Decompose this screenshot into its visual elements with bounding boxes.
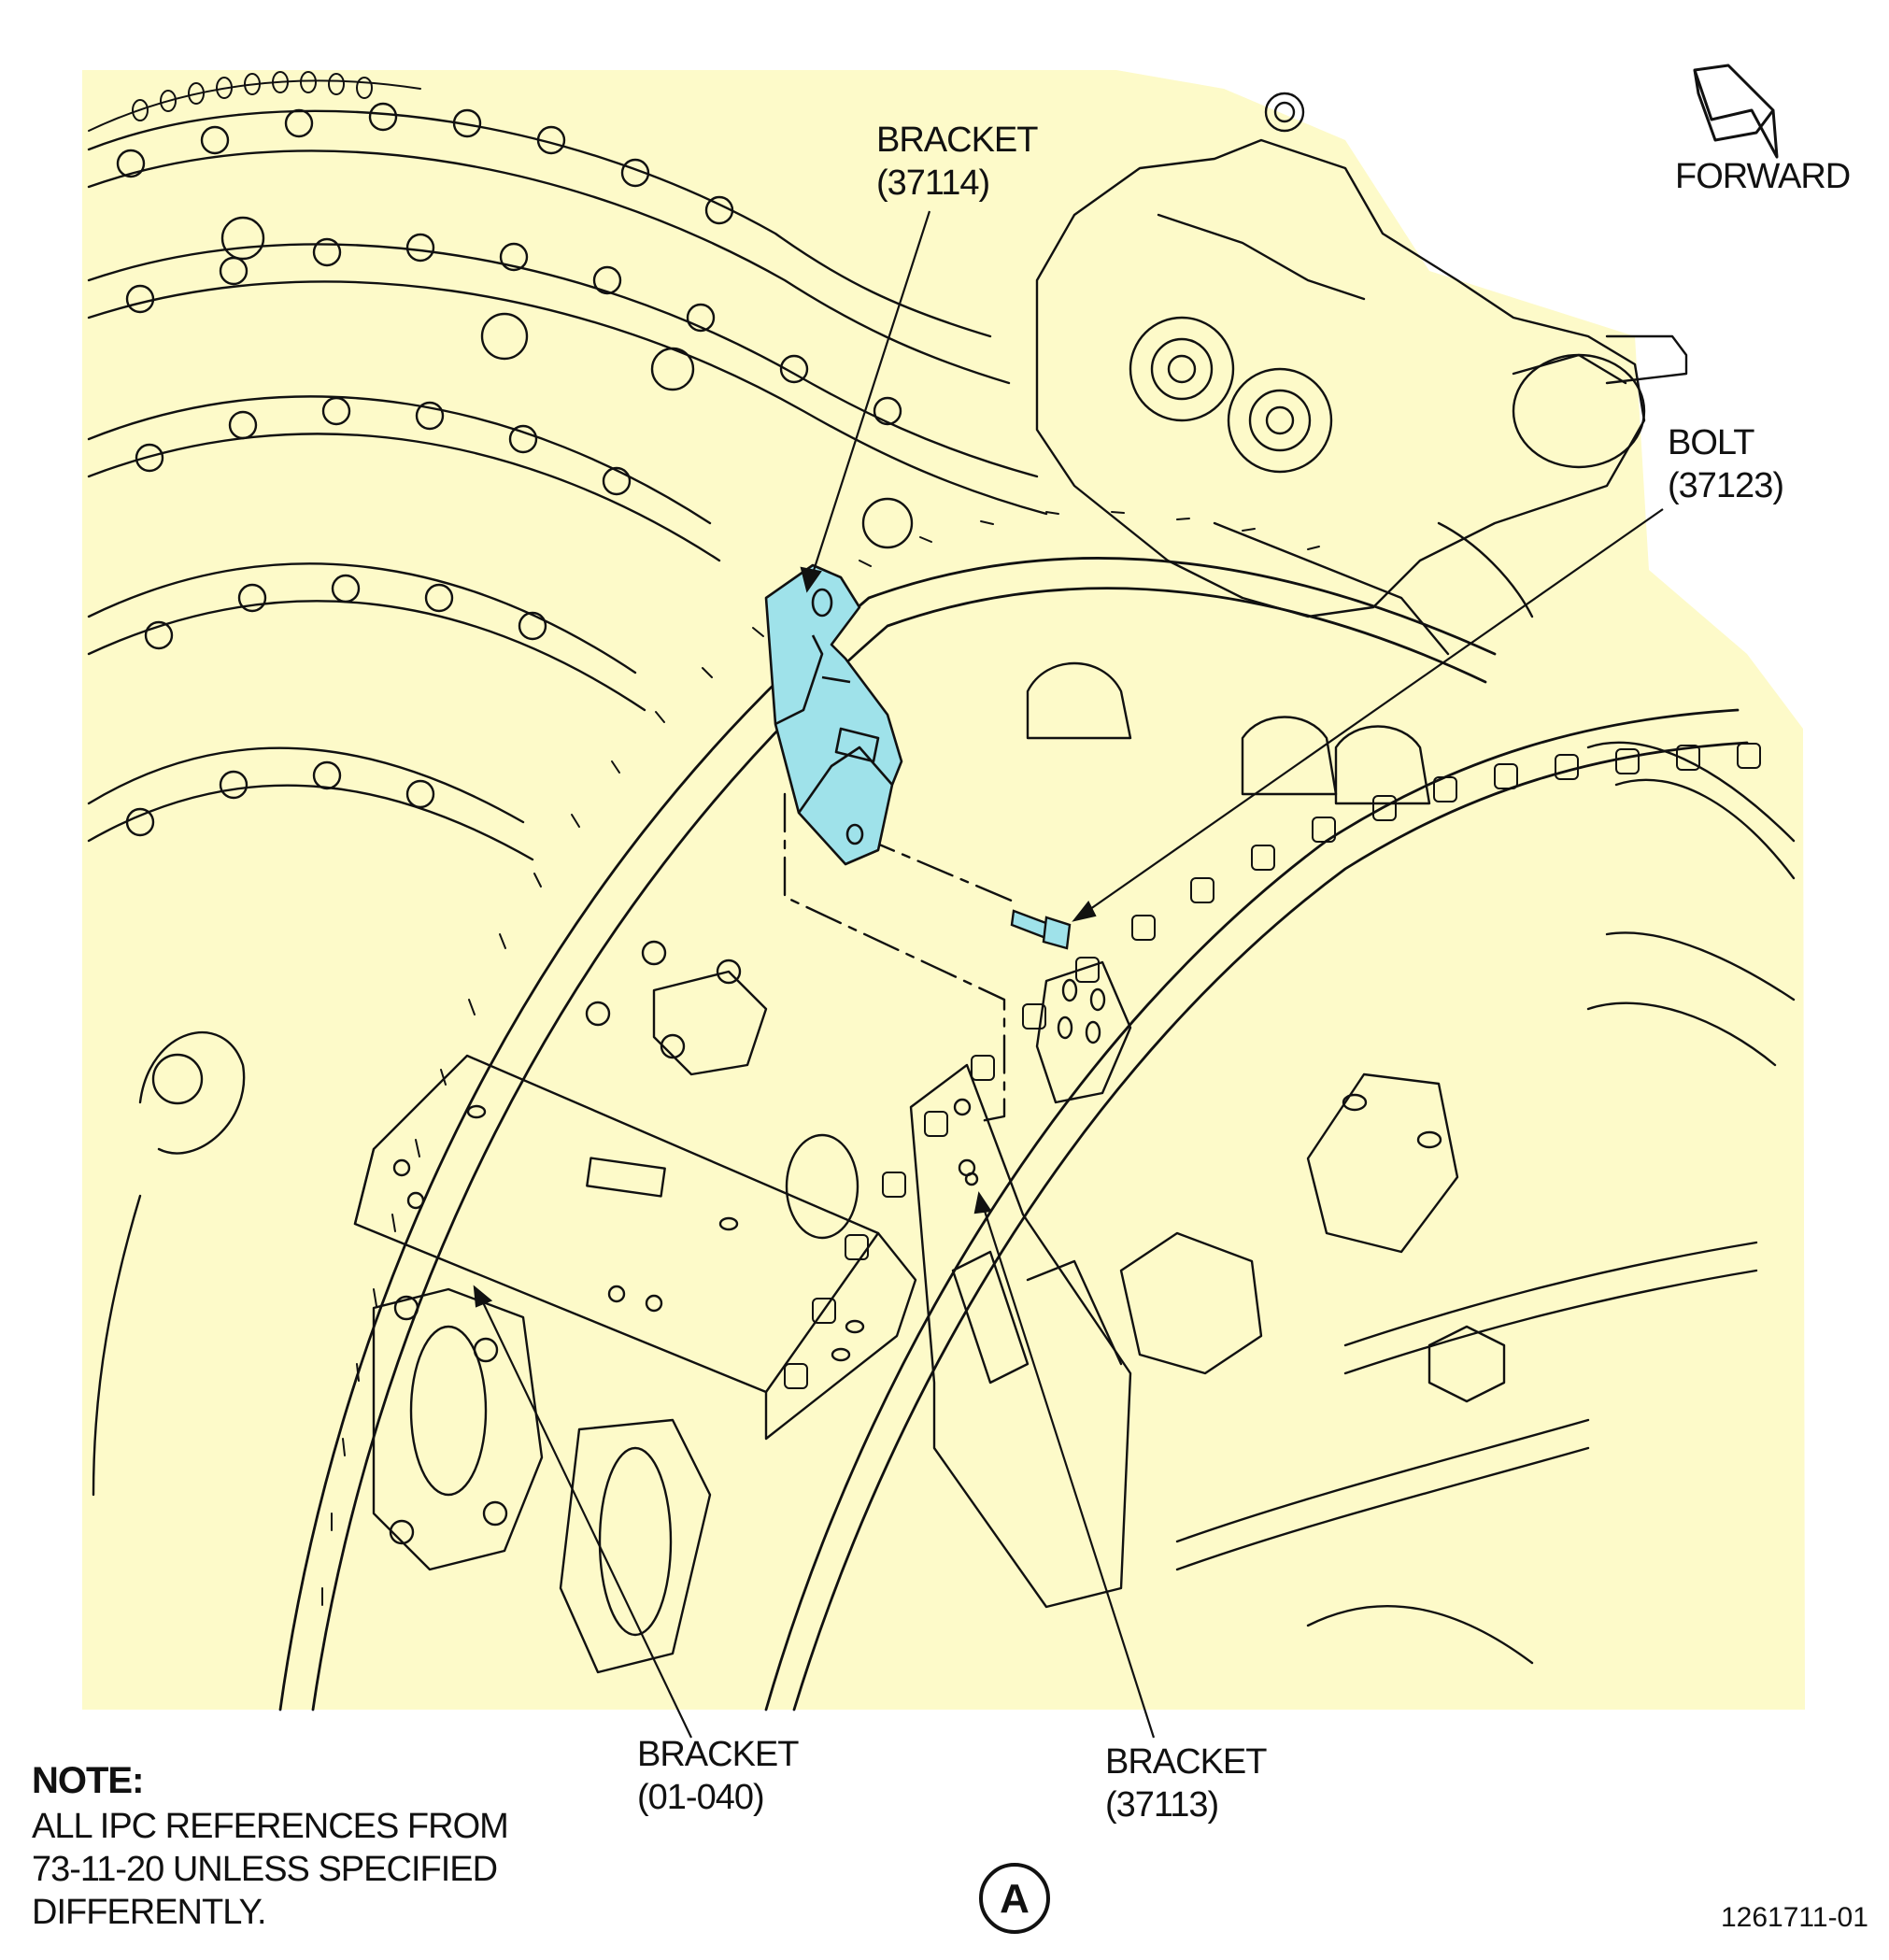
bracket-01-040-part (353, 1054, 917, 1441)
manifold-tubes (1175, 741, 1796, 1665)
leader-lines (473, 210, 1664, 1739)
label-bolt-37123: BOLT (37123) (1668, 423, 1784, 505)
forward-arrow-icon (1693, 64, 1779, 159)
rocker-arm-rows (87, 109, 1048, 861)
note-line-2: 73-11-20 UNLESS SPECIFIED (32, 1850, 498, 1889)
rocker-studs (116, 102, 914, 1105)
note-line-3: DIFFERENTLY. (32, 1893, 267, 1932)
note-line-1: ALL IPC REFERENCES FROM (32, 1807, 509, 1846)
label-bracket-37113: BRACKET (37113) (1105, 1742, 1267, 1825)
note-title: NOTE: (32, 1760, 144, 1801)
ring-holes-left (321, 511, 1320, 1606)
bolt-37123-highlight (1010, 909, 1072, 950)
lower-case-pads (92, 940, 859, 1674)
bracket-37113-part (909, 1063, 1132, 1609)
view-marker: A (979, 1863, 1050, 1934)
accessory-gearbox (1035, 92, 1688, 656)
background-region (82, 70, 1805, 1710)
ring-bolts-right (784, 743, 1761, 1389)
label-forward: FORWARD (1675, 157, 1851, 196)
label-bracket-37114: BRACKET (37114) (876, 121, 1038, 203)
mount-pads-right (1119, 1072, 1506, 1403)
assembly-dash-lines (783, 792, 1016, 1123)
top-dotted-ring (88, 71, 421, 132)
figure-number: 1261711-01 (1721, 1902, 1868, 1933)
label-bracket-01-040: BRACKET (01-040) (637, 1735, 799, 1817)
bracket-37114-highlight (764, 563, 903, 866)
bracket-37114-mount (1026, 661, 1431, 1104)
